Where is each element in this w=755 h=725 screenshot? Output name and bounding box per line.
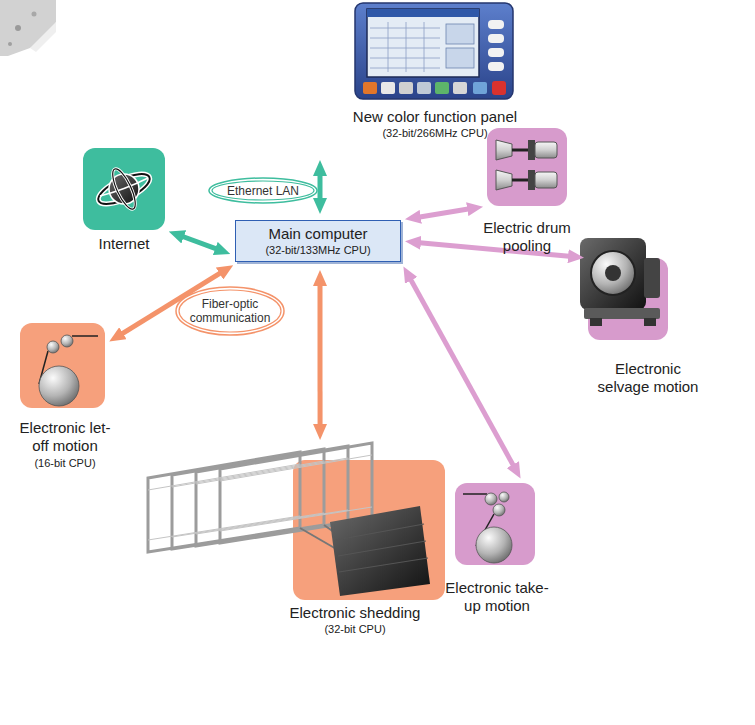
- network-label: Fiber-optic communication: [184, 297, 276, 325]
- main-computer-box: Main computer(32-bit/133MHz CPU): [235, 220, 401, 262]
- shedding-illustration: [148, 443, 445, 600]
- double-arrow: [317, 282, 322, 428]
- node-label: New color function panel: [310, 108, 560, 126]
- fiber-optic-ellipse: Fiber-optic communication: [175, 286, 285, 336]
- ellipse-ring: [176, 287, 284, 335]
- ellipse-ring: [209, 178, 317, 203]
- drum-pooling-icon: [487, 128, 567, 206]
- take-up-motion-icon: [455, 483, 535, 565]
- let-off-motion-icon: [20, 323, 105, 408]
- let-off-motion-box: Electronic let-off motion(16-bit CPU): [20, 323, 105, 408]
- double-arrow: [317, 172, 322, 202]
- control-panel: New color function panel(32-bit/266MHz C…: [300, 0, 560, 142]
- network-label: Ethernet LAN: [217, 184, 309, 198]
- internet-icon: [83, 148, 165, 230]
- ellipse-ring: [212, 181, 314, 200]
- selvage-motion-box: Electronic selvage motion: [588, 258, 668, 340]
- node-label: Electronic shedding: [265, 604, 445, 622]
- control-panel-illustration: [355, 3, 513, 99]
- cpu-spec: (32-bit/133MHz CPU): [244, 243, 392, 257]
- ellipse-ring: [179, 290, 281, 332]
- shedding-box: Electronic shedding(32-bit CPU): [293, 460, 445, 600]
- corner-illustration: [0, 0, 56, 56]
- node-label: Internet: [69, 235, 179, 253]
- cpu-spec: (32-bit CPU): [265, 622, 445, 636]
- take-up-motion-box: Electronic take-up motion: [455, 483, 535, 565]
- cpu-spec: (16-bit CPU): [9, 456, 121, 470]
- node-label: Electronic let-off motion: [13, 419, 117, 455]
- double-arrow: [417, 209, 471, 218]
- node-label: Electronic take-up motion: [440, 579, 555, 615]
- ellipse-text: Ethernet LAN: [217, 184, 309, 198]
- ellipse-text: Fiber-optic communication: [184, 297, 276, 325]
- double-arrow: [409, 277, 515, 468]
- node-label: Electronic selvage motion: [589, 360, 707, 396]
- box-title: Main computer: [244, 225, 392, 243]
- node-label: Electric drum pooling: [470, 219, 585, 255]
- drum-pooling-box: Electric drum pooling: [487, 128, 567, 206]
- internet-box: Internet: [83, 148, 165, 230]
- selvage-motion-icon: [580, 238, 668, 340]
- network-ellipse: Ethernet LAN: [208, 177, 318, 204]
- double-arrow: [180, 236, 219, 250]
- cpu-spec: (32-bit/266MHz CPU): [310, 126, 560, 140]
